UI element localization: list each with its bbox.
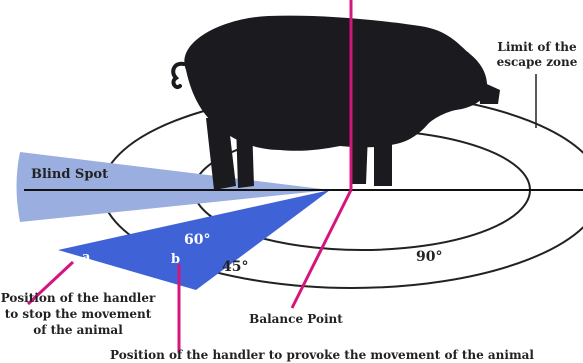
stop-label-line1: Position of the handler <box>1 291 156 305</box>
stop-label-line2: to stop the movement <box>5 307 152 321</box>
stop-label-line3: of the animal <box>33 323 123 337</box>
balance-point-label: Balance Point <box>249 312 343 326</box>
stop-position-pointer <box>26 260 75 306</box>
limit-label-line2: escape zone <box>497 55 578 69</box>
handler-b-label: b <box>171 252 180 267</box>
handler-zone-60 <box>58 190 330 290</box>
blind-spot-sector <box>16 152 330 222</box>
angle-60-label: 60° <box>184 232 210 248</box>
provoke-label: Position of the handler to provoke the m… <box>110 348 534 362</box>
angle-90-label: 90° <box>416 249 442 265</box>
handler-a-label: a <box>82 250 91 265</box>
limit-label-line1: Limit of the <box>497 40 577 54</box>
blind-spot-label: Blind Spot <box>31 167 108 182</box>
balance-point-pointer <box>290 189 353 309</box>
angle-45-label: 45° <box>222 259 248 275</box>
pig-icon <box>171 15 500 190</box>
